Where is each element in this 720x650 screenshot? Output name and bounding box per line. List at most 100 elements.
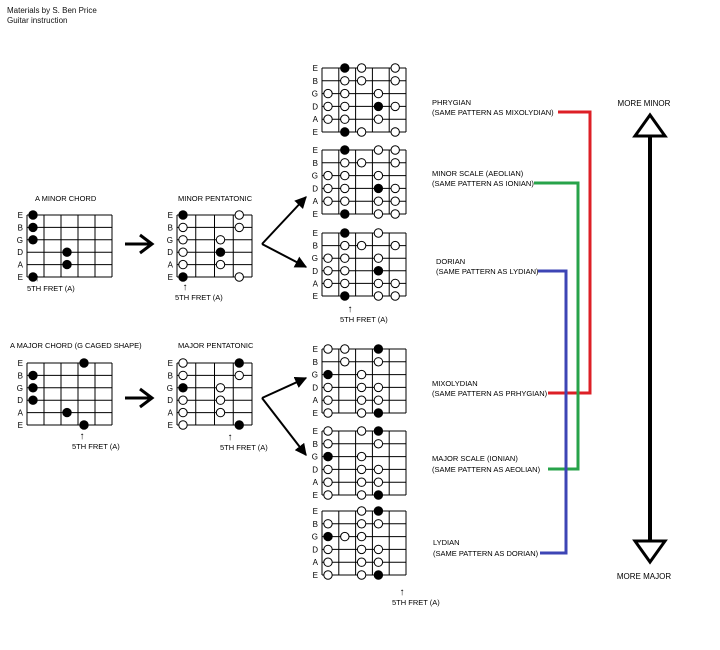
fret-label: 5TH FRET (A): [340, 315, 388, 324]
open-scale-dot: [323, 570, 333, 580]
open-scale-dot: [323, 544, 333, 555]
root-note-dot: [178, 383, 188, 393]
string-name: E: [313, 571, 318, 580]
open-scale-dot: [373, 209, 384, 219]
open-scale-dot: [323, 266, 333, 276]
open-scale-dot: [234, 272, 244, 282]
up-arrow-icon: ↑: [183, 282, 188, 293]
open-scale-dot: [340, 344, 350, 354]
root-note-dot: [28, 235, 38, 245]
string-name: A: [313, 558, 319, 567]
string-name: B: [313, 358, 318, 367]
open-scale-dot: [323, 344, 333, 354]
string-name: D: [312, 184, 318, 193]
open-scale-dot: [356, 570, 367, 580]
string-name: E: [168, 359, 173, 368]
open-scale-dot: [356, 127, 367, 137]
string-name: A: [313, 478, 319, 487]
root-note-dot: [323, 369, 333, 380]
arrow-major-pentatonic-to-major-scale: [261, 397, 307, 456]
string-name: D: [17, 396, 23, 405]
open-scale-dot: [323, 382, 333, 393]
root-note-dot: [340, 209, 350, 219]
root-note-dot: [323, 531, 333, 542]
open-scale-dot: [390, 240, 400, 251]
root-note-dot: [28, 370, 38, 381]
string-name: G: [312, 172, 318, 181]
open-scale-dot: [373, 357, 384, 367]
open-scale-dot: [178, 247, 188, 257]
open-scale-dot: [178, 222, 188, 233]
string-name: D: [167, 248, 173, 257]
arrow-major-pentatonic-to-mixolydian: [261, 377, 308, 399]
open-scale-dot: [340, 170, 350, 181]
more-minor-label: MORE MINOR: [618, 99, 671, 108]
string-name: A: [168, 261, 174, 270]
root-note-dot: [28, 383, 38, 393]
open-scale-dot: [356, 451, 367, 462]
open-scale-dot: [323, 114, 333, 124]
up-arrow-head-icon: [632, 112, 668, 138]
open-scale-dot: [373, 395, 384, 405]
open-scale-dot: [340, 114, 350, 124]
open-scale-dot: [234, 370, 244, 381]
open-scale-dot: [356, 426, 367, 436]
mode-name: PHRYGIAN: [432, 98, 471, 107]
string-name: G: [17, 384, 23, 393]
mode-labels: PHRYGIAN (SAME PATTERN AS MIXOLYDIAN) MI…: [432, 98, 554, 558]
open-scale-dot: [323, 183, 333, 194]
root-note-dot: [373, 183, 384, 194]
open-scale-dot: [356, 240, 367, 251]
open-scale-dot: [373, 477, 384, 487]
string-name: E: [313, 345, 318, 354]
root-note-dot: [215, 247, 226, 257]
open-scale-dot: [323, 408, 333, 418]
open-scale-dot: [215, 395, 226, 405]
mode-name: MAJOR SCALE (IONIAN): [432, 454, 518, 463]
mode-name: LYDIAN: [433, 538, 460, 547]
open-scale-dot: [234, 222, 244, 233]
open-scale-dot: [356, 544, 367, 555]
open-scale-dot: [373, 253, 384, 263]
open-scale-dot: [356, 531, 367, 542]
open-scale-dot: [178, 407, 188, 418]
diagram-title: MINOR PENTATONIC: [178, 194, 253, 203]
connector-dorian-lydian: [538, 269, 568, 555]
open-scale-dot: [215, 259, 226, 270]
string-name: D: [167, 396, 173, 405]
open-scale-dot: [340, 196, 350, 206]
root-note-dot: [28, 272, 38, 282]
string-name: E: [313, 409, 318, 418]
string-name: E: [313, 507, 318, 516]
string-name: A: [313, 197, 319, 206]
open-scale-dot: [390, 183, 400, 194]
open-scale-dot: [323, 170, 333, 181]
root-note-dot: [373, 506, 384, 516]
open-scale-dot: [356, 369, 367, 380]
open-scale-dot: [356, 76, 367, 86]
open-scale-dot: [373, 278, 384, 289]
string-name: D: [312, 267, 318, 276]
fret-label: 5TH FRET (A): [27, 284, 75, 293]
root-note-dot: [373, 101, 384, 112]
root-note-dot: [340, 127, 350, 137]
string-name: B: [313, 520, 318, 529]
open-scale-dot: [340, 88, 350, 99]
open-scale-dot: [356, 519, 367, 529]
mode-note: (SAME PATTERN AS DORIAN): [433, 549, 539, 558]
open-scale-dot: [356, 464, 367, 475]
string-name: G: [167, 236, 173, 245]
open-scale-dot: [323, 253, 333, 263]
arrow-minor-pentatonic-to-dorian: [261, 243, 308, 268]
string-name: E: [313, 64, 318, 73]
open-scale-dot: [178, 235, 188, 245]
open-scale-dot: [340, 531, 350, 542]
string-name: D: [312, 545, 318, 554]
root-note-dot: [340, 145, 350, 155]
string-name: A: [313, 115, 319, 124]
open-scale-dot: [390, 291, 400, 301]
open-scale-dot: [373, 170, 384, 181]
